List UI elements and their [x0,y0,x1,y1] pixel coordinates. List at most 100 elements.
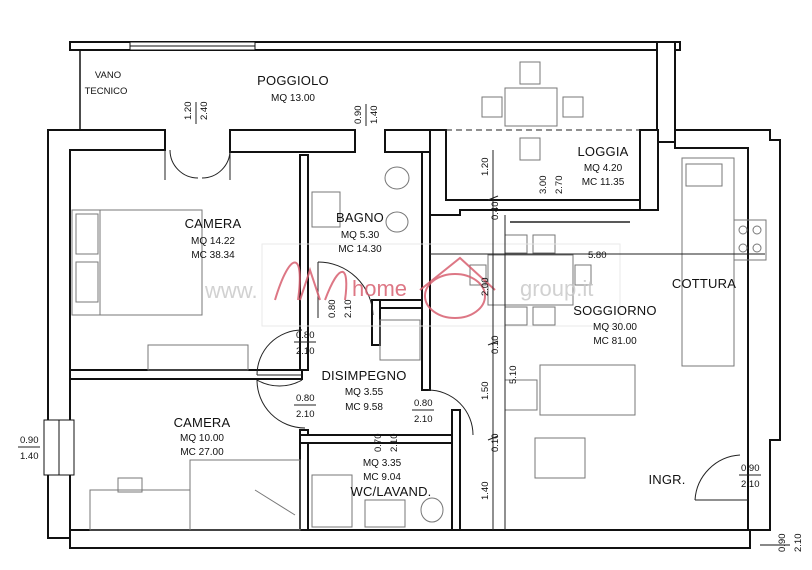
balcony-railing [69,41,681,51]
wc-toilet [420,497,444,523]
wc-area: MQ 3.35 [363,458,402,469]
right-wall [674,129,781,531]
dim-door-camera2-height: 2.10 [296,409,315,420]
watermark-middle: home [352,276,407,301]
wardrobe [147,344,249,371]
dim-v-040: 0.40 [490,202,501,221]
watermark-left: www. [204,278,258,303]
dim-loggia-opening-width: 3.00 [538,176,549,195]
dim-window1-height: 2.40 [199,102,210,121]
dim-v-140: 1.40 [480,482,491,501]
camera2-area: MQ 10.00 [180,433,224,444]
dimension-labels: 1.20 2.40 0.90 1.40 0.80 2.10 0.80 2.10 … [18,102,804,553]
door-ingresso [694,454,741,501]
camera2-name: CAMERA [174,415,231,430]
wc-sink [364,499,406,528]
dim-door-camera1-height: 2.10 [296,346,315,357]
poggiolo-area: MQ 13.00 [271,93,315,104]
wall-bagno-soggiorno [421,151,431,391]
door-balcony-l [169,149,199,179]
dim-window1-width: 1.20 [183,102,194,121]
dim-v-150: 1.50 [480,382,491,401]
interior-walls [69,151,461,531]
camera2-volume: MC 27.00 [180,447,224,458]
room-labels: POGGIOLO MQ 13.00 VANO TECNICO LOGGIA MQ… [85,70,736,499]
wall-wc-soggiorno [451,409,461,531]
dim-loggia-opening-height: 2.70 [554,176,565,195]
balcony-table [504,87,558,127]
wc-name: WC/LAVAND. [351,484,432,499]
dim-window-left-height: 1.40 [20,451,39,462]
kitchen-counter [681,157,735,367]
dim-v-120: 1.20 [480,158,491,177]
wc-shower [311,474,353,528]
bottom-wall [69,529,751,549]
double-bed [71,209,203,316]
top-wall-mid [229,129,356,153]
wall-camera-bagno [299,154,309,371]
disimpegno-volume: MC 9.58 [345,402,383,413]
left-wall [47,129,166,539]
soggiorno-name: SOGGIORNO [573,303,656,318]
kitchen-sink [685,163,723,187]
disimpegno-name: DISIMPEGNO [321,368,406,383]
dim-door-soggiorno-height: 2.10 [414,414,433,425]
watermark-logo-mark [274,261,348,301]
doors [164,149,748,501]
dim-door-wc-width: 0.70 [373,434,384,453]
single-bed [189,459,301,531]
soggiorno-volume: MC 81.00 [593,336,637,347]
door-camera1 [256,329,303,376]
loggia-area: MQ 4.20 [584,163,623,174]
loggia-right-wall [639,129,659,211]
balcony-right-wall [656,41,676,143]
camera1-area: MQ 14.22 [191,236,235,247]
furniture [71,61,767,531]
dim-window2-height: 1.40 [369,106,380,125]
camera1-volume: MC 38.34 [191,250,235,261]
dim-door-bagno-width: 0.80 [327,300,338,319]
dim-window-right-width: 0.90 [777,534,788,553]
disimpegno-area: MQ 3.55 [345,387,384,398]
shower [379,319,421,361]
bagno-area: MQ 5.30 [341,230,380,241]
bagno-name: BAGNO [336,210,384,225]
vano-label: VANO [95,70,121,81]
cottura-name: COTTURA [672,276,736,291]
dim-door-bagno-height: 2.10 [343,300,354,319]
top-wall-mid2 [384,129,431,153]
dim-window2-width: 0.90 [353,106,364,125]
dim-v-510: 5.10 [508,366,519,385]
dim-h-580: 5.80 [588,250,607,261]
dim-v-010a: 0.10 [490,336,501,355]
dim-v-010b: 0.10 [490,434,501,453]
loggia-volume: MC 11.35 [582,177,625,188]
door-camera2 [256,379,306,429]
bagno-volume: MC 14.30 [338,244,382,255]
ingr-name: INGR. [648,472,685,487]
dim-window-right-height: 2.10 [793,534,804,553]
watermark: www. group.it home [204,243,621,327]
dim-door-soggiorno-width: 0.80 [414,398,433,409]
door-soggiorno [427,389,474,436]
door-balcony-r [201,149,231,179]
sofa [539,364,636,416]
wc-volume: MC 9.04 [363,472,401,483]
dining-table [487,254,574,306]
wall-camera2-wc [299,429,309,531]
dim-door-wc-height: 2.10 [389,434,400,453]
bath-sink [311,191,341,228]
dim-door-camera2-width: 0.80 [296,393,315,404]
tecnico-label: TECNICO [85,86,128,97]
desk [89,489,191,531]
bidet [385,211,409,233]
exterior-walls [43,41,790,549]
dim-v-200: 2.00 [480,278,491,297]
camera1-name: CAMERA [185,216,242,231]
coffee-table [534,437,586,479]
toilet [384,166,410,190]
dim-door-ingr-height: 2.10 [741,479,760,490]
dim-door-camera1-width: 0.80 [296,330,315,341]
door-bagno [317,261,374,316]
